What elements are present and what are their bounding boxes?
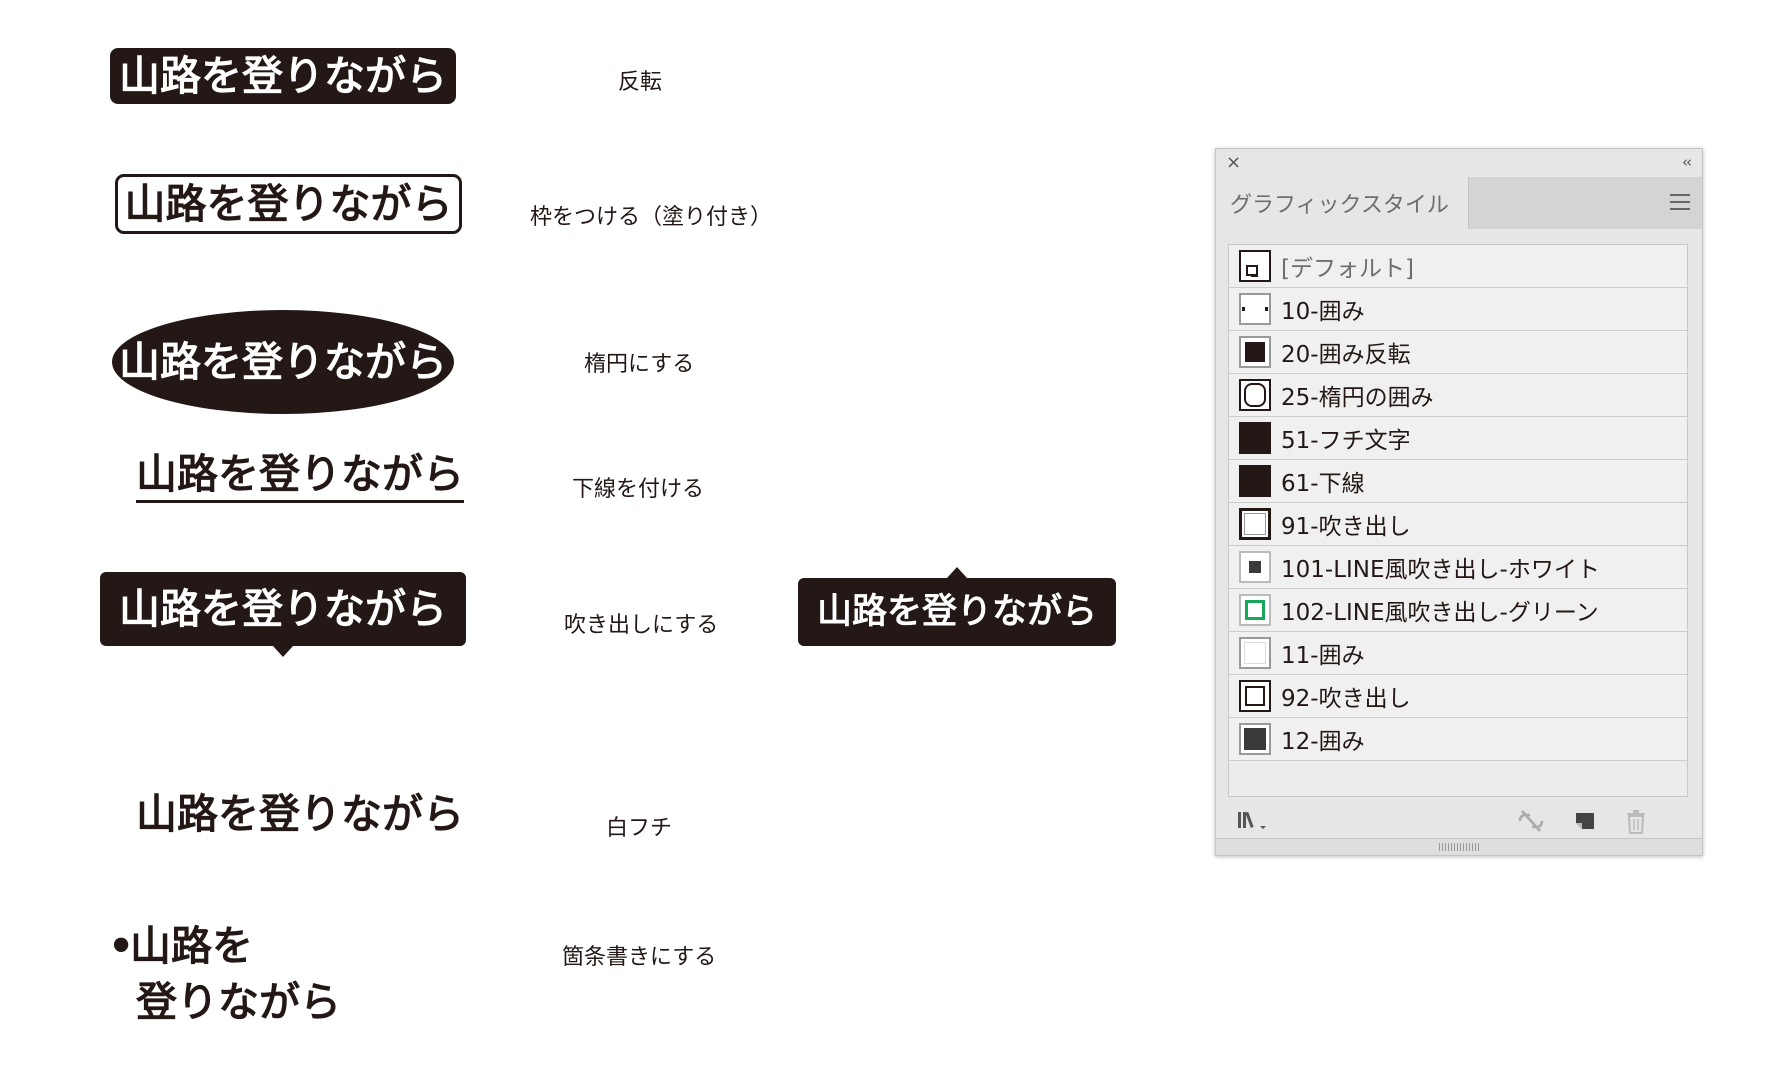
desc-frame: 枠をつける（塗り付き） xyxy=(530,205,773,230)
solid-square-icon xyxy=(1239,465,1271,497)
collapse-icon[interactable]: ‹‹ xyxy=(1682,153,1692,171)
style-item-label: 51-フチ文字 xyxy=(1281,428,1411,454)
style-item[interactable]: 61-下線 xyxy=(1229,460,1687,503)
style-item-label: 12-囲み xyxy=(1281,729,1365,755)
empty-frame-icon xyxy=(1239,637,1271,669)
style-item-label: 11-囲み xyxy=(1281,643,1365,669)
style-item-label: 92-吹き出し xyxy=(1281,686,1411,712)
style-item-label: 91-吹き出し xyxy=(1281,514,1411,540)
default-style-icon xyxy=(1239,250,1271,282)
ellipse-frame-icon xyxy=(1239,379,1271,411)
style-item-label: 61-下線 xyxy=(1281,471,1365,497)
bubble-frame-icon xyxy=(1239,680,1271,712)
panel-titlebar[interactable]: × ‹‹ xyxy=(1216,149,1702,177)
close-icon[interactable]: × xyxy=(1226,152,1242,173)
style-item[interactable]: 11-囲み xyxy=(1229,632,1687,675)
style-libraries-icon[interactable] xyxy=(1236,809,1270,833)
style-item-label: 101-LINE風吹き出し-ホワイト xyxy=(1281,557,1600,583)
small-square-icon xyxy=(1239,551,1271,583)
style-item[interactable]: 51-フチ文字 xyxy=(1229,417,1687,460)
new-style-icon[interactable] xyxy=(1572,809,1598,833)
sample-inverse: 山路を登りながら xyxy=(110,48,456,104)
style-item-label: 25-楕円の囲み xyxy=(1281,385,1434,411)
style-item-label: 10-囲み xyxy=(1281,299,1365,325)
trash-icon[interactable] xyxy=(1624,809,1648,835)
bubble-frame-icon xyxy=(1239,508,1271,540)
style-item[interactable]: 92-吹き出し xyxy=(1229,675,1687,718)
sample-bullet: •山路を 登りながら xyxy=(108,918,341,1030)
resize-grip-icon xyxy=(1439,843,1479,851)
style-item[interactable]: [デフォルト] xyxy=(1229,245,1687,288)
break-link-icon[interactable] xyxy=(1516,809,1546,833)
style-item[interactable]: 25-楕円の囲み xyxy=(1229,374,1687,417)
style-item[interactable]: 20-囲み反転 xyxy=(1229,331,1687,374)
panel-resize-handle[interactable] xyxy=(1216,838,1702,855)
dark-square-icon xyxy=(1239,723,1271,755)
panel-tab-row: グラフィックスタイル xyxy=(1216,177,1702,229)
sample-bubble-down: 山路を登りながら xyxy=(100,572,466,657)
style-item-label: [デフォルト] xyxy=(1281,256,1414,282)
style-item[interactable]: 102-LINE風吹き出し-グリーン xyxy=(1229,589,1687,632)
bullet-text-1: 山路を xyxy=(130,922,253,970)
desc-underline: 下線を付ける xyxy=(572,477,705,502)
style-item[interactable]: 91-吹き出し xyxy=(1229,503,1687,546)
panel-footer xyxy=(1216,799,1702,839)
bullet-mark: • xyxy=(108,922,135,970)
dots-frame-icon xyxy=(1239,293,1271,325)
desc-ellipse: 楕円にする xyxy=(584,352,695,377)
desc-inverse: 反転 xyxy=(618,70,663,95)
panel-menu-icon[interactable] xyxy=(1670,194,1690,210)
bullet-line-1: •山路を xyxy=(108,918,341,974)
style-item[interactable]: 10-囲み xyxy=(1229,288,1687,331)
inverse-frame-icon xyxy=(1239,336,1271,368)
style-item-label: 20-囲み反転 xyxy=(1281,342,1411,368)
style-item[interactable]: 101-LINE風吹き出し-ホワイト xyxy=(1229,546,1687,589)
solid-square-icon xyxy=(1239,422,1271,454)
desc-bubble: 吹き出しにする xyxy=(564,613,719,638)
sample-frame: 山路を登りながら xyxy=(115,174,462,234)
desc-bullet: 箇条書きにする xyxy=(562,945,717,970)
tab-graphic-styles[interactable]: グラフィックスタイル xyxy=(1216,177,1469,229)
style-item[interactable]: 12-囲み xyxy=(1229,718,1687,761)
green-frame-icon xyxy=(1239,594,1271,626)
sample-bubble-up: 山路を登りながら xyxy=(798,567,1116,646)
style-list: [デフォルト] 10-囲み 20-囲み反転 25-楕円の囲み 51-フチ文字 6… xyxy=(1228,244,1688,797)
sample-ellipse: 山路を登りながら xyxy=(112,310,454,414)
bullet-line-2: 登りながら xyxy=(136,978,341,1026)
style-item-label: 102-LINE風吹き出し-グリーン xyxy=(1281,600,1599,626)
sample-white-outline: 山路を登りながら xyxy=(136,790,464,838)
desc-outline: 白フチ xyxy=(606,816,673,841)
sample-underline: 山路を登りながら xyxy=(136,454,464,503)
graphic-styles-panel: × ‹‹ グラフィックスタイル [デフォルト] 10-囲み 20-囲み反転 25… xyxy=(1215,148,1703,856)
